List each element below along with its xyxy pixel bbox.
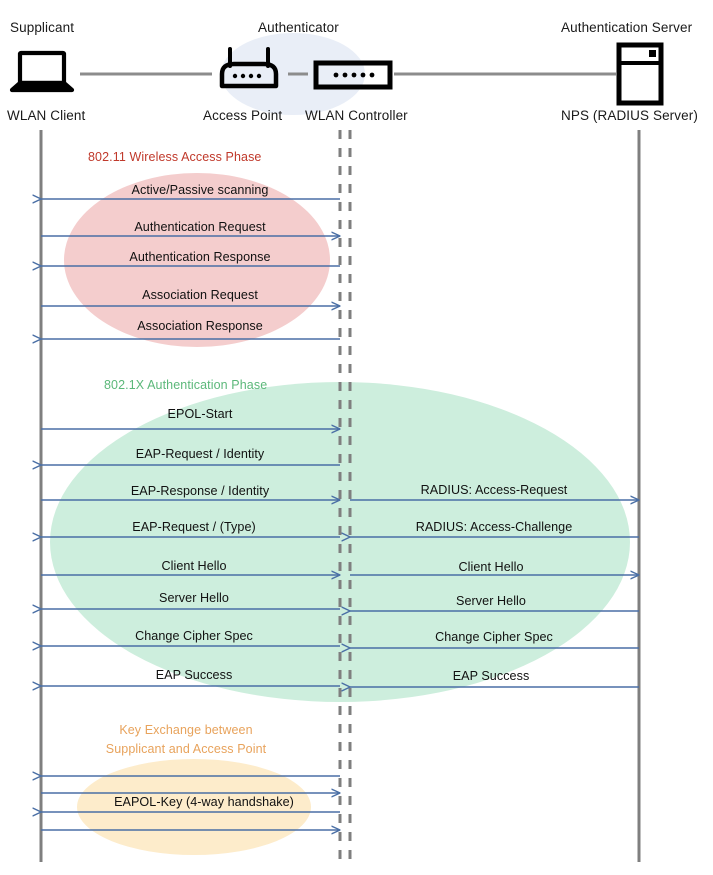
message-label: Authentication Request xyxy=(134,220,266,234)
phase-label-key-exchange-line2: Supplicant and Access Point xyxy=(105,741,267,756)
message-label: Authentication Response xyxy=(129,250,271,264)
message-label: Active/Passive scanning xyxy=(131,183,269,197)
phase-label-dot1x-auth: 802.1X Authentication Phase xyxy=(104,378,268,392)
phase-label-wireless-access: 802.11 Wireless Access Phase xyxy=(88,150,262,164)
message-label: Client Hello xyxy=(458,560,524,574)
message-label: EAPOL-Key (4-way handshake) xyxy=(114,795,294,809)
network-switch-icon xyxy=(313,60,393,90)
message-label: EAP-Request / Identity xyxy=(135,447,265,461)
actor-name-access-point: Access Point xyxy=(203,108,283,123)
server-rack-icon xyxy=(616,42,664,106)
actor-role-supplicant: Supplicant xyxy=(10,20,75,35)
message-label: Server Hello xyxy=(159,591,229,605)
message-label: Change Cipher Spec xyxy=(135,629,253,643)
phase-label-key-exchange-line1: Key Exchange between xyxy=(119,723,253,737)
phase-label-key-exchange: Key Exchange between Supplicant and Acce… xyxy=(106,721,266,759)
phase-ellipse-key-exchange xyxy=(77,759,311,855)
message-label: EAP Success xyxy=(155,668,233,682)
message-label: RADIUS: Access-Request xyxy=(420,483,568,497)
actor-role-authenticator: Authenticator xyxy=(258,20,339,35)
message-label: Change Cipher Spec xyxy=(435,630,553,644)
message-label: EAP-Request / (Type) xyxy=(132,520,256,534)
actor-name-wlan-controller: WLAN Controller xyxy=(305,108,408,123)
message-label: Association Response xyxy=(137,319,263,333)
actor-name-nps-radius-server: NPS (RADIUS Server) xyxy=(561,108,698,123)
message-label: Server Hello xyxy=(456,594,526,608)
message-label: RADIUS: Access-Challenge xyxy=(415,520,573,534)
actor-name-wlan-client: WLAN Client xyxy=(7,108,86,123)
message-label: Association Request xyxy=(142,288,258,302)
laptop-icon xyxy=(9,50,75,93)
message-arrow-layer xyxy=(41,199,639,830)
phase-ellipse-dot1x-auth xyxy=(50,382,630,702)
message-label: EAP Success xyxy=(452,669,530,683)
wireless-router-icon xyxy=(219,47,279,89)
message-label: EAP-Response / Identity xyxy=(130,484,270,498)
actor-role-auth-server: Authentication Server xyxy=(561,20,693,35)
message-label: EPOL-Start xyxy=(167,407,233,421)
message-label: Client Hello xyxy=(161,559,227,573)
phase-ellipse-wireless-access xyxy=(64,173,330,347)
